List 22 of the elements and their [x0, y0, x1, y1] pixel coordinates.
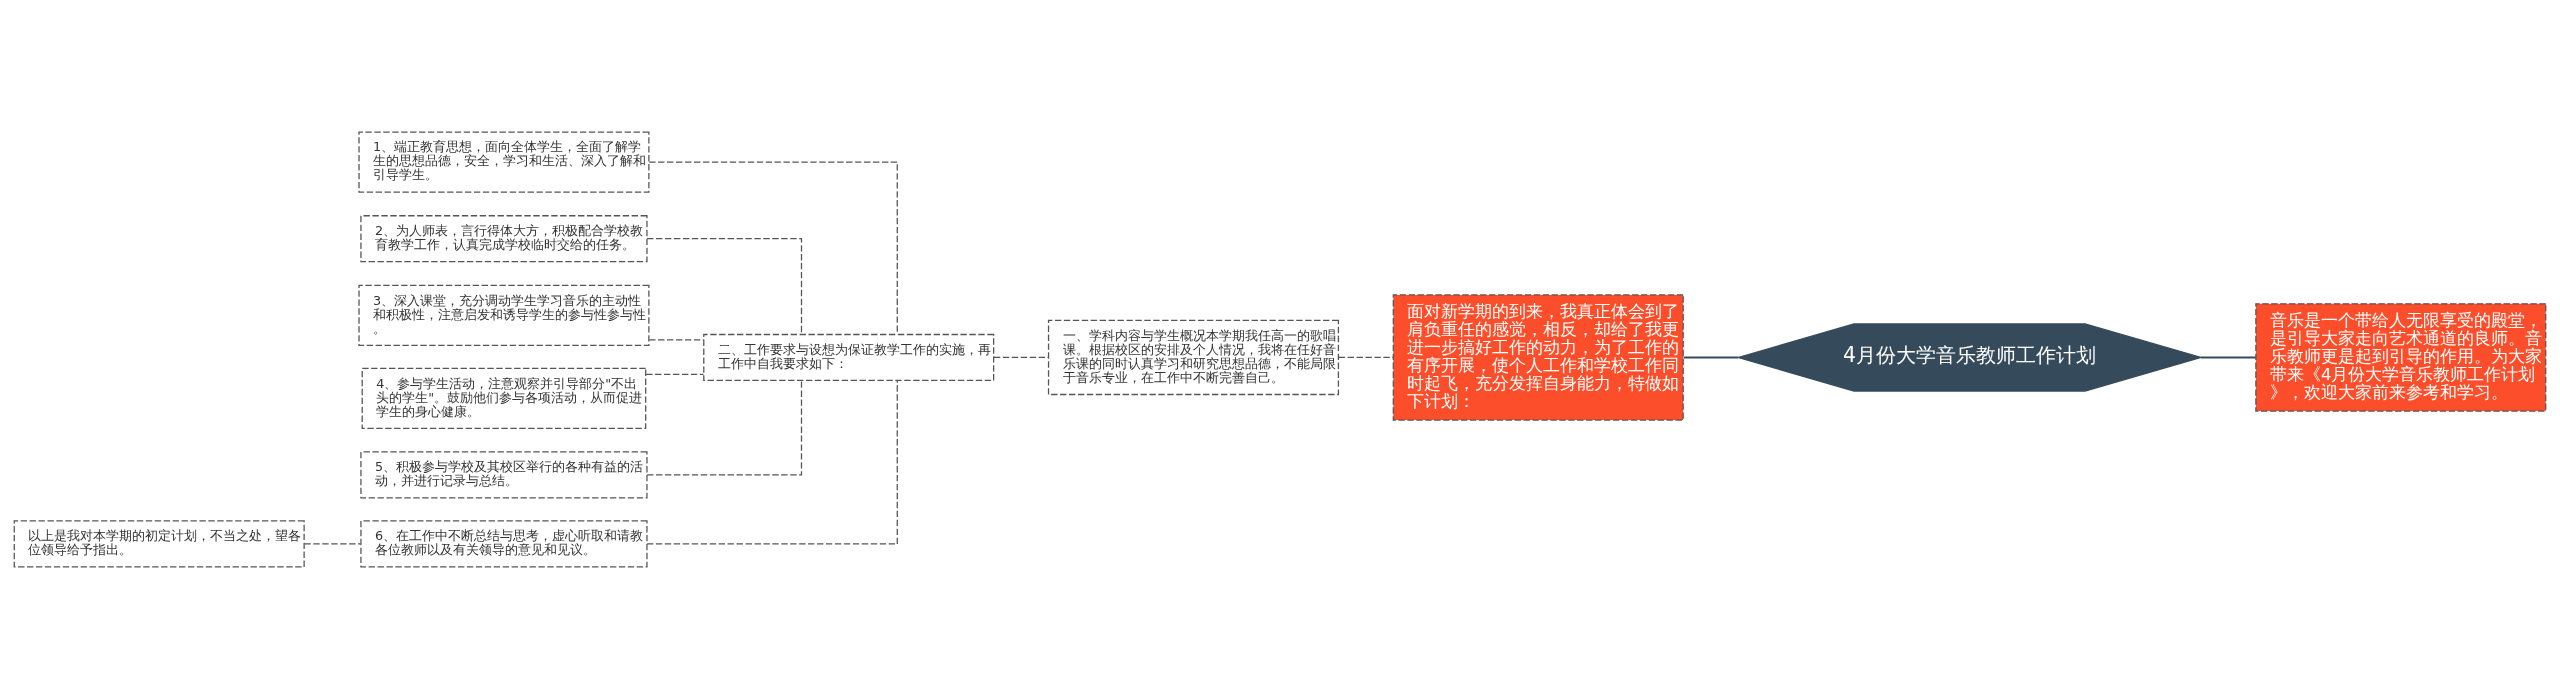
connector: [1338, 356, 1394, 359]
node-box: 面对新学期的到来，我真正体会到了肩负重任的感觉，相反，却给了我更进一步搞好工作的动力，为了工作的有序开展，使个人工作和学校工作同时起飞，充分发挥自身能力，特做如下计划：: [1392, 294, 1684, 421]
node-box: 一、学科内容与学生概况本学期我任高一的歌唱课。根据校区的安排及个人情况，我将在任好音乐课的同时认真学习和研究思想品德，不能局限于音乐专业，在工作中不断完善自己。: [1047, 319, 1340, 396]
connector: [2200, 356, 2257, 359]
node-box: 6、在工作中不断总结与思考，虚心听取和请教各位教师以及有关领导的意见和见议。: [360, 520, 648, 568]
connector: [646, 380, 898, 545]
connector: [645, 373, 705, 376]
node-box: 4、参与学生活动，注意观察并引导部分"不出头的学生"。鼓励他们参与各项活动，从而促进学生的身心健康。: [361, 367, 647, 429]
node-box: 1、端正教育思想，面向全体学生，全面了解学生的思想品德，安全，学习和生活、深入了解和引导学生。: [358, 131, 650, 193]
connector: [648, 161, 898, 335]
connector: [646, 380, 803, 476]
connector: [993, 356, 1050, 359]
node-box: 以上是我对本学期的初定计划，不当之处，望各位领导给予指出。: [13, 520, 305, 568]
connector: [303, 543, 362, 545]
node-box: 2、为人师表，言行得体大方，积极配合学校教育教学工作，认真完成学校临时交给的任务。: [360, 215, 648, 263]
connector: [1682, 356, 1739, 359]
node-box: 3、深入课堂，充分调动学生学习音乐的主动性和积极性，注意启发和诱导学生的参与性参与性。: [358, 284, 650, 346]
node-box: 5、积极参与学校及其校区举行的各种有益的活动，并进行记录与总结。: [360, 451, 648, 499]
node-box: 二、工作要求与设想为保证教学工作的实施，再工作中自我要求如下：: [703, 333, 995, 382]
connector: [648, 339, 705, 341]
node-box: 音乐是一个带给人无限享受的殿堂，是引导大家走向艺术通道的良师。音乐教师更是起到引导的作用。为大家带来《4月份大学音乐教师工作计划》，欢迎大家前来参考和学习。: [2255, 303, 2547, 412]
connector: [646, 238, 803, 335]
